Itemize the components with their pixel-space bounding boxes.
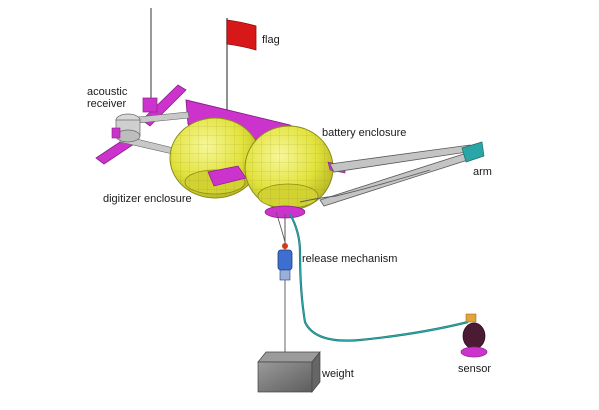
flag-shape xyxy=(226,18,257,112)
battery-enclosure-label: battery enclosure xyxy=(322,127,407,139)
digitizer-enclosure-shape xyxy=(169,117,261,199)
flag-label: flag xyxy=(262,34,280,46)
sensor-cable xyxy=(275,211,469,342)
sensor-shape xyxy=(460,313,488,358)
release-mechanism-shape xyxy=(277,214,293,281)
weight-label: weight xyxy=(322,368,354,380)
battery-enclosure-shape xyxy=(244,125,346,219)
release-mechanism-label: release mechanism xyxy=(302,253,398,265)
acoustic-receiver-shape xyxy=(111,97,158,143)
acoustic-receiver-label: acoustic receiver xyxy=(87,86,128,110)
arm-label: arm xyxy=(473,166,492,178)
arm-shape xyxy=(299,141,485,207)
digitizer-enclosure-label: digitizer enclosure xyxy=(103,193,192,205)
weight-shape xyxy=(257,351,321,393)
sensor-label: sensor xyxy=(458,363,492,375)
